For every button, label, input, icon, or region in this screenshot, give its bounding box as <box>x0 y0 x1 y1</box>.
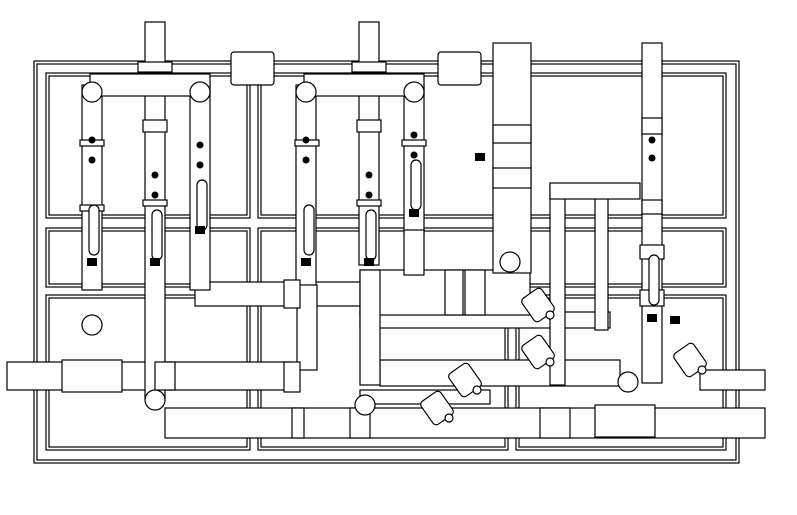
pipe-coupling <box>142 199 168 207</box>
valve-icon <box>87 258 97 266</box>
elbow <box>81 314 103 336</box>
frame-outer <box>33 60 740 464</box>
pipe-coupling <box>401 139 427 147</box>
elbow <box>81 81 103 103</box>
bolt-icon <box>302 136 310 144</box>
tee-box <box>61 359 123 393</box>
elbow <box>295 81 317 103</box>
pipe-coupling <box>539 407 571 439</box>
sight-glass <box>365 209 377 261</box>
bolt-icon <box>88 156 96 164</box>
strainer-plug-icon <box>472 385 482 395</box>
valve-icon <box>301 258 311 266</box>
pipe-bottom-header <box>164 407 766 439</box>
pipe-coupling <box>444 269 464 316</box>
pipe-left-header <box>194 281 366 307</box>
valve-icon <box>475 153 485 161</box>
bolt-icon <box>365 171 373 179</box>
pipe-coupling <box>356 119 382 133</box>
bolt-icon <box>88 136 96 144</box>
valve-icon <box>647 314 657 322</box>
pipe-coupling <box>154 361 176 391</box>
pipe-coupling <box>464 269 486 316</box>
pipe-coupling <box>641 199 663 215</box>
pipe-coupling <box>142 119 168 133</box>
bolt-icon <box>196 161 204 169</box>
pipe-riser-large <box>492 42 532 274</box>
sight-glass <box>196 179 208 231</box>
sight-glass <box>151 209 163 261</box>
actuator <box>144 21 166 65</box>
bolt-icon <box>410 151 418 159</box>
pipe-vertical <box>594 194 609 331</box>
pipe-coupling <box>356 199 382 207</box>
pipe-coupling <box>291 407 305 439</box>
actuator-base <box>137 61 173 73</box>
pipe-coupling <box>641 117 663 135</box>
strainer-plug-icon <box>444 413 454 423</box>
junction-box <box>230 51 275 86</box>
pipe-horizontal <box>549 182 641 200</box>
valve-icon <box>364 258 374 266</box>
sight-glass <box>648 254 660 306</box>
bolt-icon <box>410 131 418 139</box>
pipe-vertical <box>403 229 425 276</box>
sight-glass <box>410 159 422 211</box>
pipe-coupling <box>492 124 532 144</box>
sight-glass <box>303 204 315 256</box>
bolt-icon <box>151 171 159 179</box>
bolt-icon <box>648 154 656 162</box>
bolt-icon <box>196 141 204 149</box>
junction-box <box>437 51 482 86</box>
sight-glass <box>88 204 100 256</box>
valve-icon <box>195 226 205 234</box>
valve-icon <box>150 258 160 266</box>
fittings-and-valves <box>79 51 707 439</box>
bolt-icon <box>648 136 656 144</box>
valve-icon <box>409 209 419 217</box>
pipe-coupling <box>492 167 532 189</box>
strainer-plug-icon <box>545 357 555 367</box>
strainer-plug-icon <box>697 365 707 375</box>
pipe-right-outlet <box>699 369 766 391</box>
strainer-plug-icon <box>545 310 555 320</box>
pipe-vertical <box>359 269 381 386</box>
pipe-network <box>6 21 766 439</box>
elbow <box>354 394 376 416</box>
pipe-horizontal <box>379 359 621 387</box>
elbow <box>617 371 639 393</box>
pipe-vertical <box>296 284 318 371</box>
elbow <box>499 251 521 273</box>
bolt-icon <box>151 191 159 199</box>
frame-panel <box>515 227 727 288</box>
actuator <box>358 21 380 65</box>
elbow <box>403 81 425 103</box>
actuator-base <box>351 61 387 73</box>
tee-box <box>594 404 656 438</box>
elbow <box>144 389 166 411</box>
elbow <box>189 81 211 103</box>
bolt-icon <box>365 191 373 199</box>
pipe-coupling <box>283 279 301 309</box>
pipe-coupling <box>283 361 301 393</box>
valve-icon <box>670 316 680 324</box>
bolt-icon <box>302 156 310 164</box>
